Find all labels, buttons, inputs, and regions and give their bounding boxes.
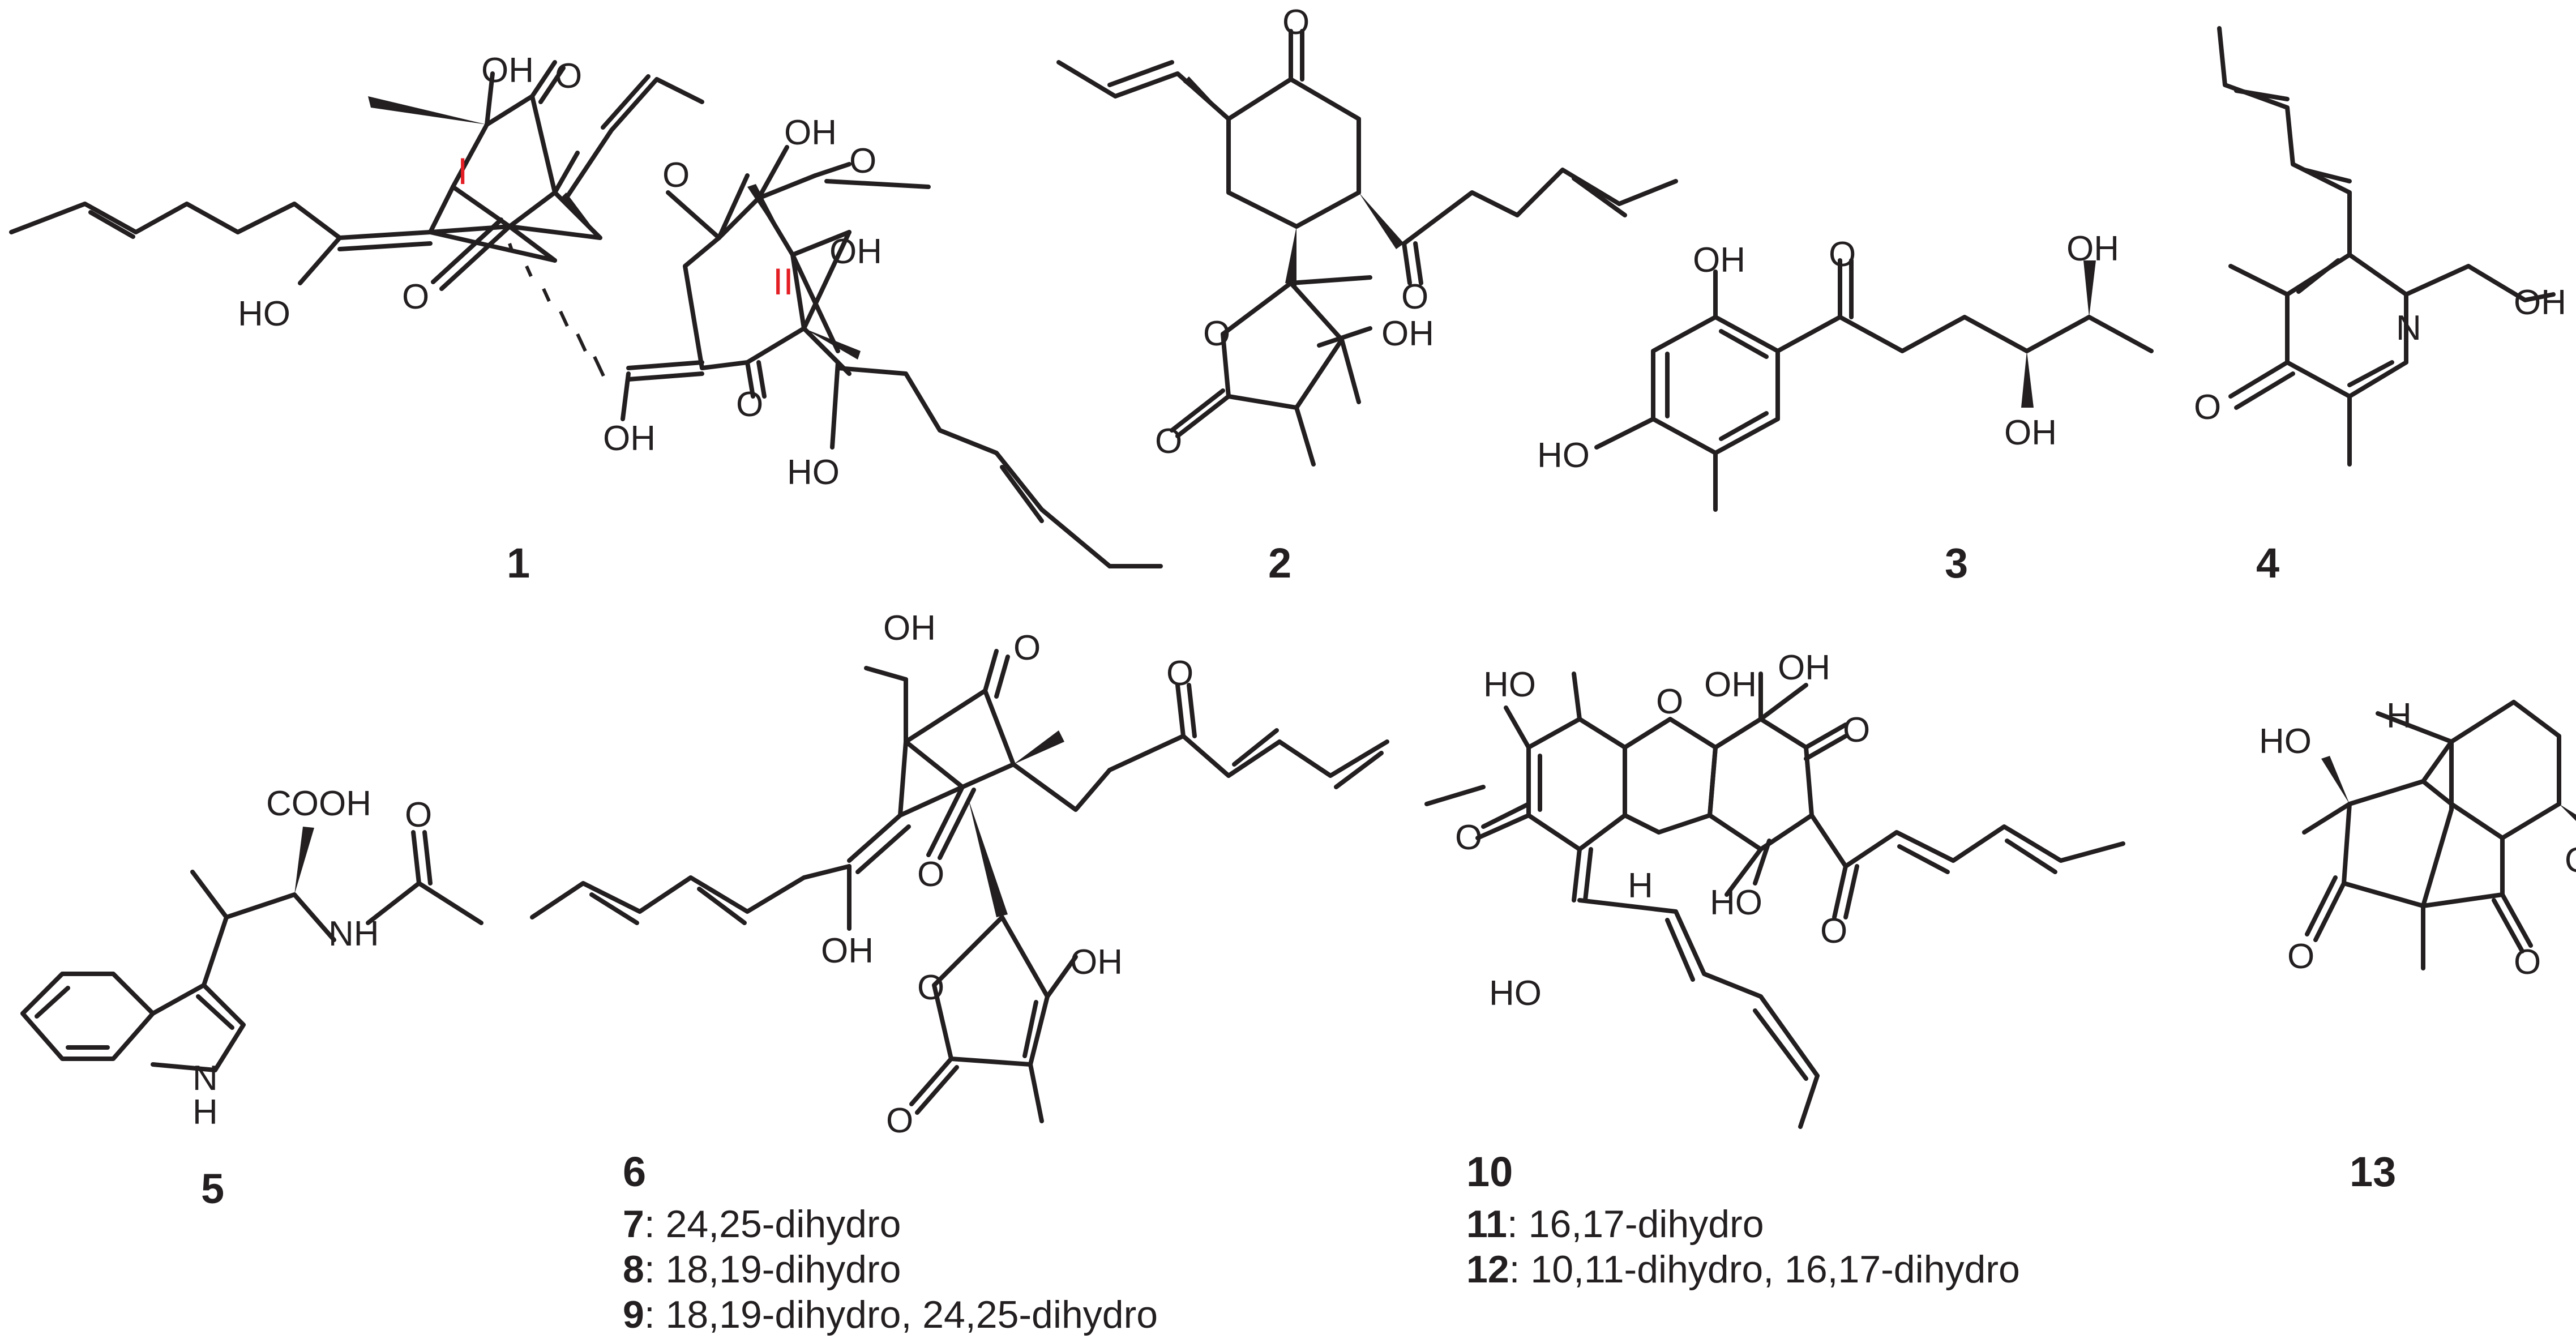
analog-note-9: 9: 18,19-dihydro, 24,25-dihydro [623,1293,1158,1336]
compound-10-atom-ho-enol: HO [1710,883,1762,922]
compound-6-structure: OH O O OH O O OH O 6 7: 24,25-dihydro 8:… [530,609,1389,1336]
compound-10-atom-o-ring: O [1656,682,1683,721]
compound-10-atom-o-acyl: O [1820,912,1847,951]
compound-3-structure: OH HO O OH OH 3 [1537,229,2154,587]
compound-4-atom-n-1: N [2396,309,2421,348]
compound-3-atom-oh-10: OH [2004,413,2057,452]
compound-6-label: 6 [623,1148,646,1195]
compound-5-structure: COOH NH O N H 5 [20,784,483,1212]
compound-6-atom-o-ring: O [917,968,944,1007]
compound-13-structure: HO OH O O H 13 [2259,696,2576,1195]
analog-note-8-id: 8 [623,1248,644,1291]
compound-3-atom-o-7: O [1829,235,1856,274]
compound-1-atom-o-ketone: O [402,277,429,316]
compound-2-label: 2 [1268,540,1291,587]
compound-13-atom-o-left: O [2287,937,2314,976]
compound-1-structure: I II OH O HO O OH O OH O OH O HO 1 [9,51,1163,587]
compound-6-atom-oh-top: OH [883,609,936,648]
analog-note-7: 7: 24,25-dihydro [623,1203,901,1246]
analog-note-9-id: 9 [623,1293,644,1336]
compound-10-label: 10 [1466,1148,1513,1195]
compound-10-atom-ho-left: HO [1483,665,1536,704]
compound-6-atom-o-top: O [1013,628,1041,668]
compound-4-label: 4 [2256,540,2279,587]
compound-1-atom-oh-5: OH [481,51,534,90]
compound-13-atom-o-right: O [2514,943,2541,982]
compound-13-label: 13 [2350,1148,2396,1195]
compound-10-structure: HO O O OH OH O H HO HO O 10 11: 16,17-di… [1424,648,2125,1291]
compound-10-atom-o-left: O [1455,818,1482,857]
analog-note-9-text: : 18,19-dihydro, 24,25-dihydro [644,1293,1158,1336]
compound-3-atom-ho-4: HO [1537,436,1590,475]
analog-note-11: 11: 16,17-dihydro [1466,1203,1764,1246]
compound-2-structure: O O O OH O 2 [1056,3,1678,587]
compound-1-atom-ho-13p: HO [787,453,840,492]
compound-1-atom-ho-9: HO [238,294,290,333]
compound-1-atom-o-12p: O [849,142,876,181]
compound-2-atom-o-ring: O [1203,314,1230,353]
compound-6-atom-o-ketone: O [917,855,944,894]
compound-1-ring-label-II: II [773,260,794,302]
compound-13-atom-oh: OH [2565,841,2576,880]
compound-1-hashed-bond [508,243,605,377]
compound-5-atom-o-8p: O [405,795,432,835]
compound-1-atom-o-9p: O [736,385,763,424]
analog-note-7-text: : 24,25-dihydro [644,1203,901,1246]
compound-5-atom-h-1p: H [192,1093,218,1132]
compound-1-ring-label-I: I [457,150,468,192]
compound-3-atom-oh-11: OH [2066,229,2119,268]
compound-4-atom-oh-8: OH [2514,283,2566,322]
compound-13-atom-ho: HO [2259,722,2312,761]
analog-note-12-id: 12 [1466,1248,1509,1291]
compound-1-atom-oh-mid: OH [829,232,882,271]
compound-10-atom-ho-lower: HO [1489,974,1542,1013]
compound-2-atom-o-2: O [1282,3,1310,42]
compound-10-atom-h: H [1628,866,1653,905]
analog-note-11-id: 11 [1466,1203,1507,1246]
compound-10-atom-oh-top-left: OH [1704,665,1757,704]
compound-3-label: 3 [1945,540,1968,587]
compound-1-atom-oh-top: OH [784,113,837,152]
compound-10-atom-oh-top-right: OH [1778,648,1830,687]
analog-note-8: 8: 18,19-dihydro [623,1248,901,1291]
compound-1-label: 1 [507,540,530,587]
compound-2-atom-o-16: O [1401,277,1428,316]
compound-1-atom-o-6: O [555,57,582,96]
analog-note-11-text: : 16,17-dihydro [1507,1203,1764,1246]
compound-6-atom-oh-17: OH [821,931,874,970]
analog-note-12-text: : 10,11-dihydro, 16,17-dihydro [1509,1248,2020,1291]
compound-13-atom-h: H [2386,696,2412,735]
compound-6-atom-oh-ring: OH [1070,943,1123,982]
compound-5-atom-nh: NH [328,914,379,953]
compound-5-atom-n-1p: N [192,1059,218,1098]
compound-2-atom-oh-8: OH [1381,314,1434,353]
compound-2-atom-o-10: O [1155,422,1182,461]
compound-1-atom-o-ether-left: O [662,156,690,195]
compound-6-atom-o-acyl: O [1166,654,1193,693]
analog-note-7-id: 7 [623,1203,644,1246]
compound-6-atom-o-lactone: O [886,1101,913,1140]
analog-note-12: 12: 10,11-dihydro, 16,17-dihydro [1466,1248,2020,1291]
analog-note-8-text: : 18,19-dihydro [644,1248,901,1291]
compound-1-atom-oh-2p: OH [603,419,656,458]
compound-5-atom-cooh: COOH [266,784,371,823]
compound-10-atom-o-right: O [1843,711,1870,750]
compound-4-atom-o-4: O [2194,388,2221,427]
compound-4-structure: N OH O 4 [2194,26,2566,587]
compound-5-label: 5 [201,1165,224,1212]
compound-3-atom-oh-2: OH [1693,241,1745,280]
